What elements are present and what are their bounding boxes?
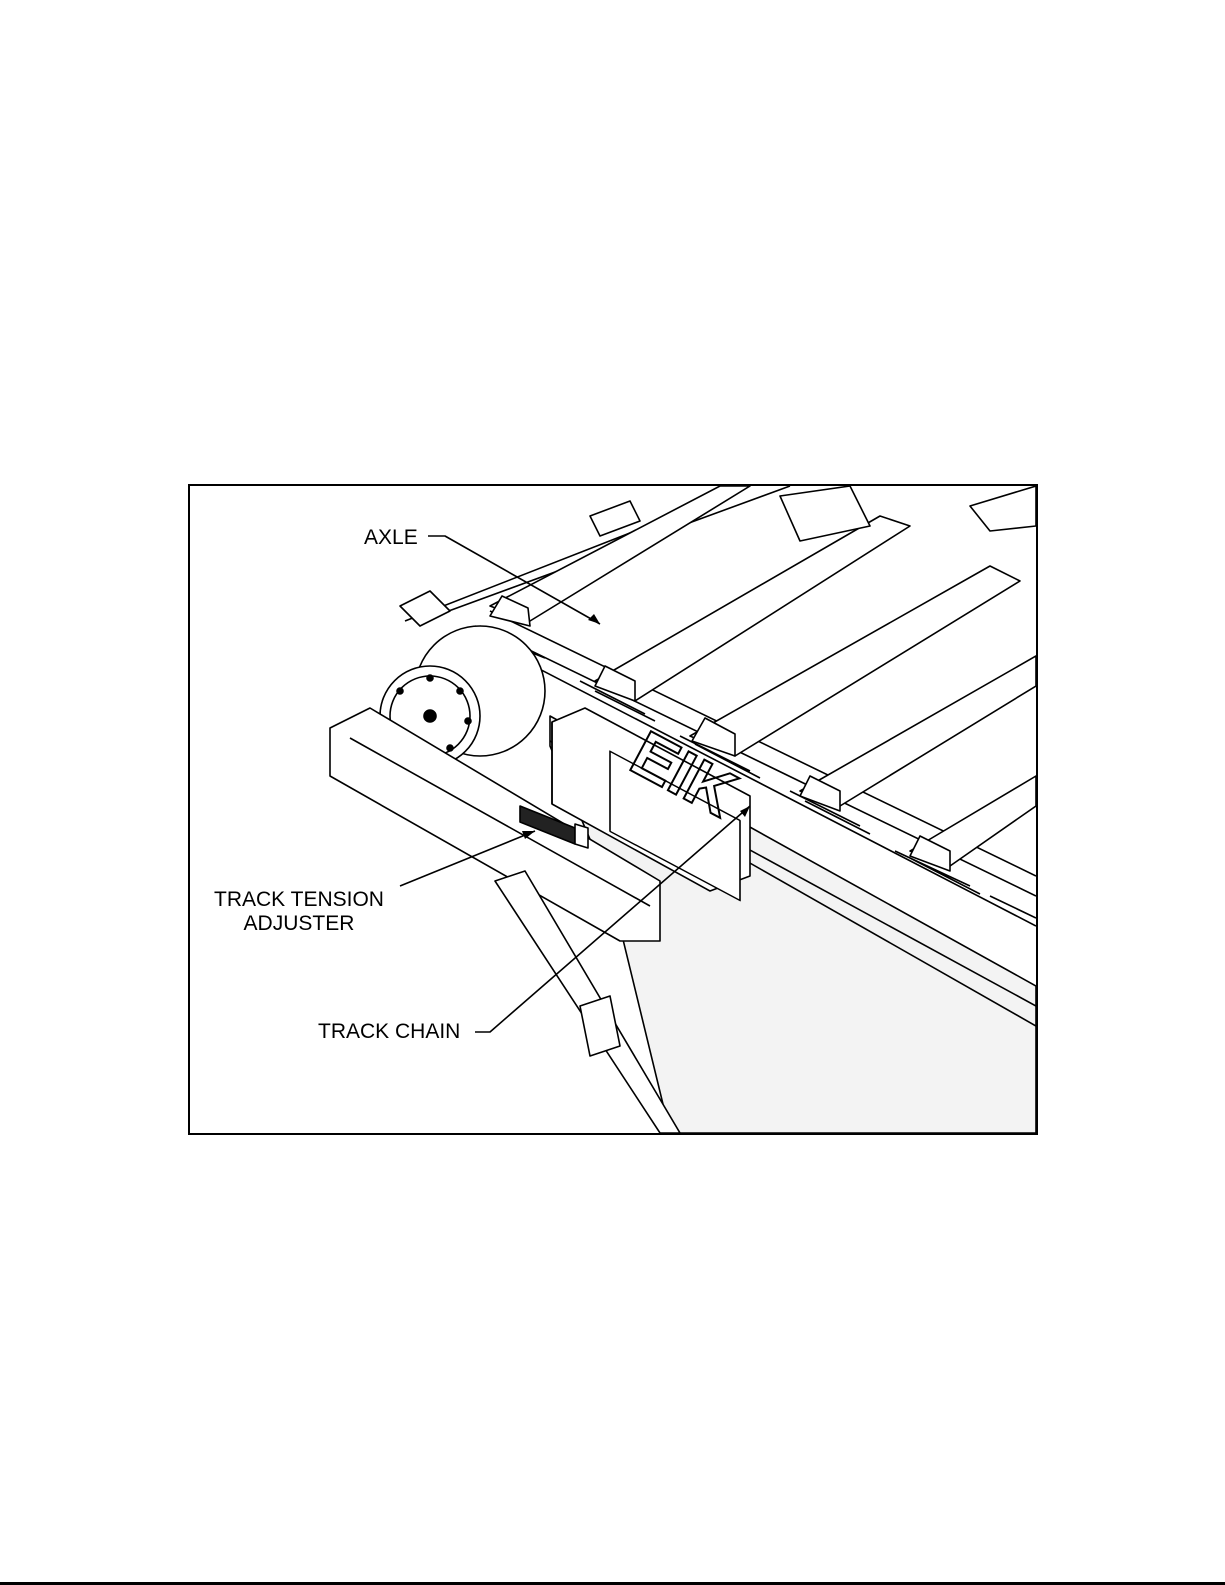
callout-axle: AXLE <box>364 526 418 550</box>
callout-track-tension-adjuster: TRACK TENSION ADJUSTER <box>214 888 384 936</box>
track-assembly-drawing: EIK <box>190 486 1036 1133</box>
callout-track-tension-line1: TRACK TENSION <box>214 888 384 912</box>
diagram-figure: EIK AXLE TRACK TENSION ADJUSTER TRACK CH… <box>188 484 1038 1135</box>
callout-track-chain: TRACK CHAIN <box>318 1020 460 1044</box>
callout-track-tension-line2: ADJUSTER <box>214 912 384 936</box>
